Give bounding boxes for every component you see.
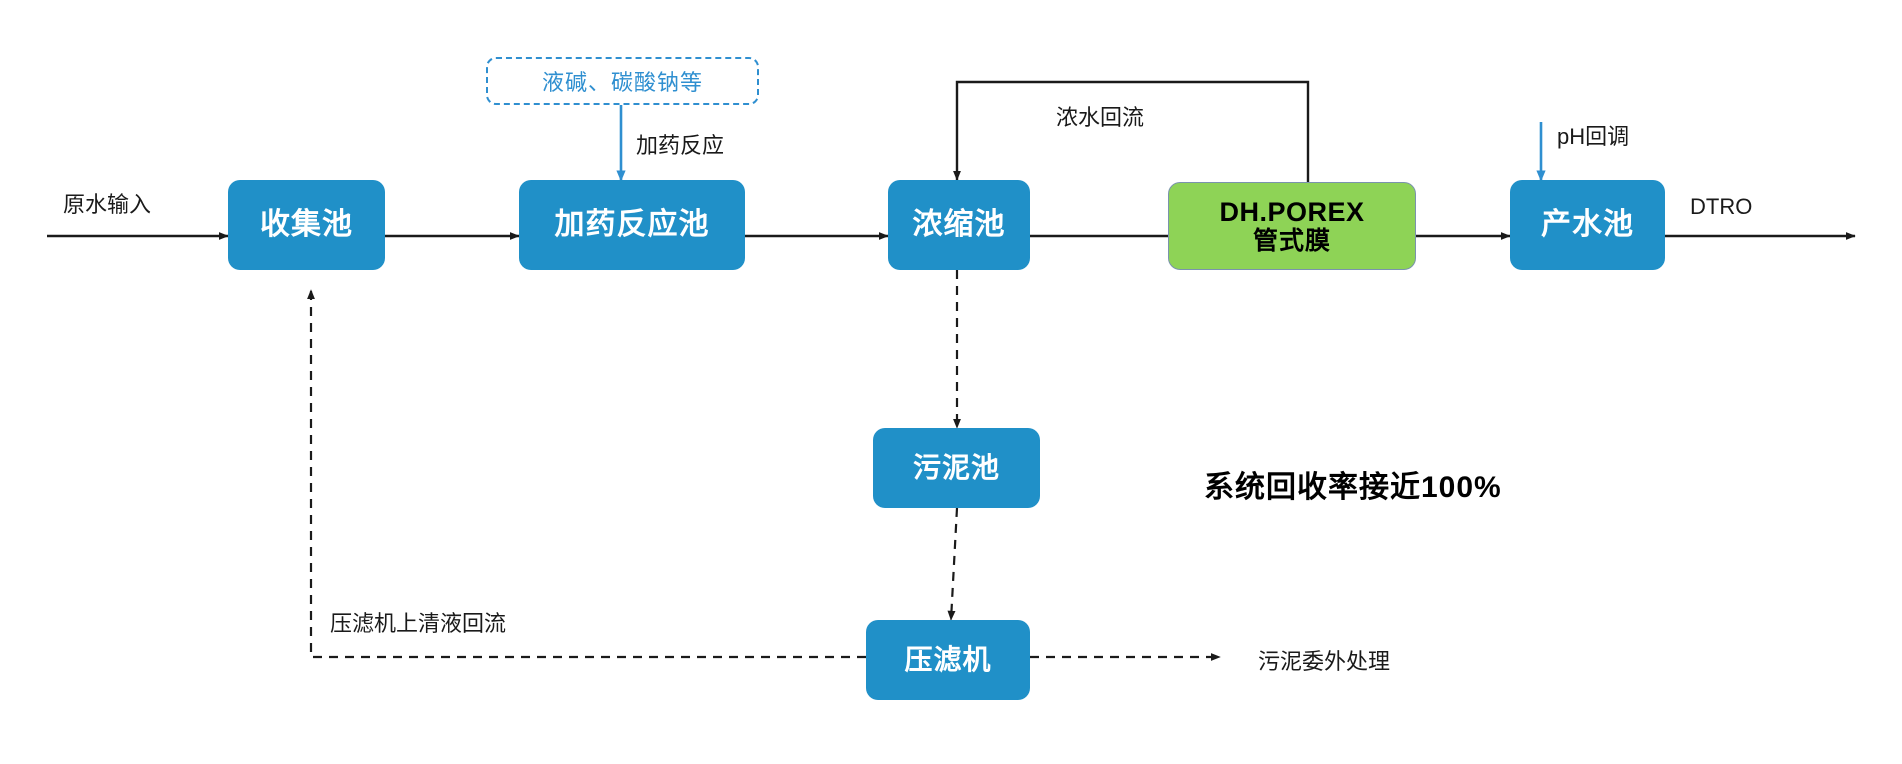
- node-filter-press[interactable]: 压滤机: [866, 620, 1030, 700]
- label-ph-adjust: pH回调: [1557, 124, 1630, 149]
- label-dtro-output: DTRO: [1690, 194, 1753, 219]
- edge-filtrate-return-to-collect: [307, 289, 866, 659]
- chemical-reagent-box: 液碱、碳酸钠等: [486, 57, 759, 105]
- node-dh-porex-membrane[interactable]: DH.POREX 管式膜: [1168, 182, 1416, 270]
- node-collection-pool[interactable]: 收集池: [228, 180, 385, 270]
- node-dh-porex-membrane-label-line1: DH.POREX: [1219, 196, 1365, 227]
- label-filtrate-supernatant-return: 压滤机上清液回流: [330, 611, 507, 636]
- label-concentrate-return: 浓水回流: [1056, 105, 1145, 130]
- chemical-reagent-label: 液碱、碳酸钠等: [541, 70, 703, 95]
- node-collection-pool-label: 收集池: [260, 208, 353, 242]
- label-system-recovery-rate: 系统回收率接近100%: [1204, 471, 1502, 504]
- node-dosing-reaction-pool[interactable]: 加药反应池: [519, 180, 745, 270]
- node-filter-press-label: 压滤机: [904, 644, 992, 676]
- label-dosing-reaction: 加药反应: [636, 133, 725, 158]
- label-sludge-outsourced-treatment: 污泥委外处理: [1258, 649, 1391, 674]
- node-product-water-pool[interactable]: 产水池: [1510, 180, 1665, 270]
- node-thickening-pool-label: 浓缩池: [912, 208, 1006, 242]
- node-product-water-pool-label: 产水池: [1541, 208, 1634, 242]
- node-dh-porex-membrane-label-line2: 管式膜: [1252, 227, 1331, 256]
- label-raw-water-input: 原水输入: [63, 192, 152, 217]
- node-thickening-pool[interactable]: 浓缩池: [888, 180, 1030, 270]
- node-dosing-reaction-pool-label: 加药反应池: [554, 208, 710, 242]
- edge-sludge-to-press: [947, 507, 959, 621]
- node-sludge-pool-label: 污泥池: [912, 452, 1000, 484]
- node-sludge-pool[interactable]: 污泥池: [873, 428, 1040, 508]
